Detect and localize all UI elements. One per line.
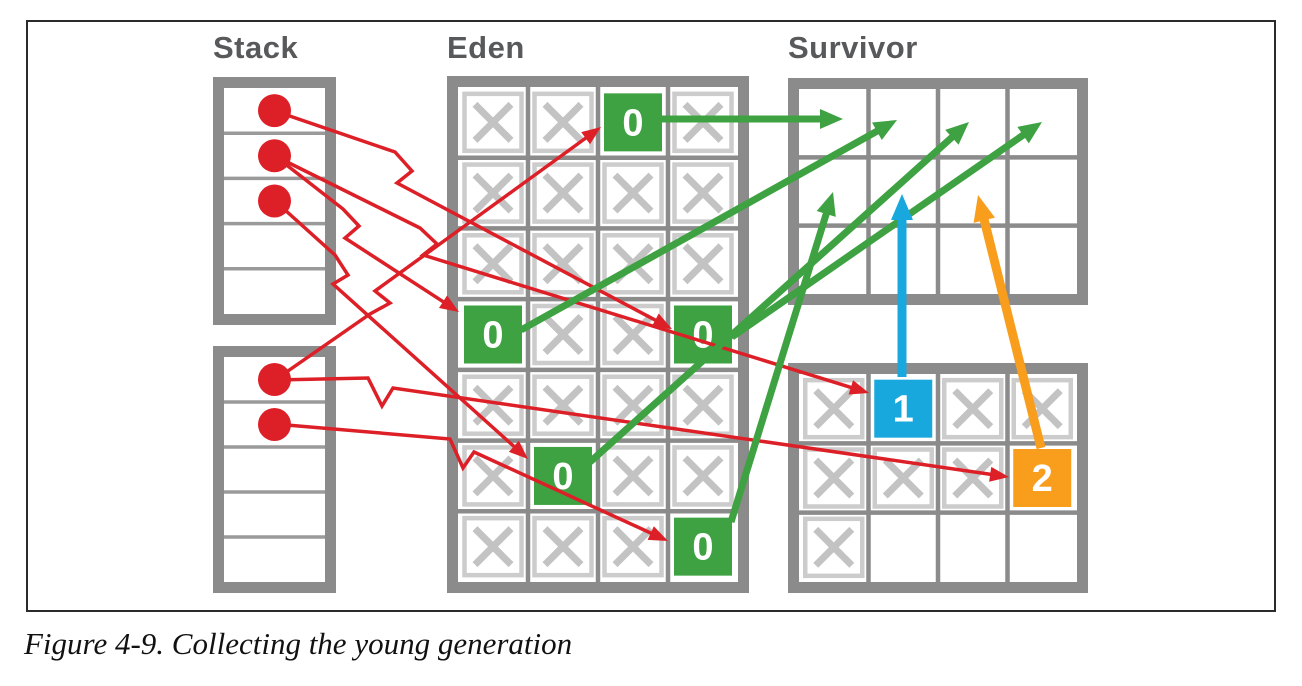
dead-object-x-icon bbox=[542, 314, 584, 355]
eden-cell-r7c2 bbox=[532, 515, 594, 578]
reference-arrow-shaft bbox=[273, 199, 522, 454]
object-age-0-label: 0 bbox=[552, 456, 573, 498]
dead-object-x-icon bbox=[952, 457, 994, 499]
stack-lower-reference-dot bbox=[258, 363, 291, 396]
dead-object-x-icon bbox=[682, 384, 724, 426]
reference-arrow-head bbox=[581, 127, 601, 145]
dead-object-x-icon bbox=[813, 457, 855, 499]
eden-cell-r6c2 bbox=[534, 446, 592, 505]
stack-label: Stack bbox=[213, 30, 299, 65]
dead-object-x-icon bbox=[682, 243, 724, 285]
object-age-0-label: 0 bbox=[692, 315, 713, 357]
dead-object-x-icon bbox=[952, 388, 994, 430]
dead-object-x-icon bbox=[612, 455, 654, 497]
dead-object-x-icon bbox=[813, 526, 855, 568]
dead-object-x-icon bbox=[882, 457, 924, 499]
stack-upper-reference-dot bbox=[258, 139, 291, 173]
reference-arrow-head bbox=[438, 295, 459, 312]
object-age-2-label: 2 bbox=[1032, 458, 1053, 500]
age2-promotion-arrow-shaft bbox=[977, 207, 1046, 450]
eden-cell-r2c3 bbox=[602, 162, 664, 224]
age2-promotion-arrow-head bbox=[973, 195, 995, 223]
dead-object-x-icon bbox=[813, 388, 855, 430]
promotion-arrow-head bbox=[816, 192, 836, 217]
dead-object-x-icon bbox=[542, 243, 584, 285]
age1-promotion-arrow-head bbox=[891, 194, 913, 220]
eden-cell-r7c4 bbox=[674, 517, 732, 576]
promotion-arrow-shaft bbox=[587, 127, 962, 465]
eden-label: Eden bbox=[447, 30, 525, 65]
survivor-bottom-cell-r1c2 bbox=[874, 379, 933, 438]
dead-object-x-icon bbox=[472, 101, 514, 143]
dead-object-x-icon bbox=[542, 101, 584, 143]
reference-arrow-shaft bbox=[274, 131, 594, 382]
dead-object-x-icon bbox=[612, 526, 654, 568]
promotion-arrow-shaft bbox=[730, 126, 1034, 340]
promotion-arrow-head bbox=[872, 120, 897, 140]
survivor-label: Survivor bbox=[788, 30, 918, 65]
object-age-0-label: 0 bbox=[622, 102, 643, 144]
dead-object-x-icon bbox=[472, 243, 514, 285]
eden-cell-r4c1 bbox=[464, 305, 522, 364]
reference-arrow-head bbox=[647, 526, 668, 541]
reference-arrow-head bbox=[651, 313, 672, 329]
reference-arrow-head bbox=[989, 466, 1009, 482]
dead-object-x-icon bbox=[682, 455, 724, 497]
promotion-arrow-shaft bbox=[519, 123, 888, 334]
dead-object-x-icon bbox=[472, 526, 514, 568]
figure-caption: Figure 4-9. Collecting the young generat… bbox=[24, 626, 573, 661]
reference-arrow-head bbox=[508, 440, 528, 459]
reference-arrow-shaft bbox=[274, 109, 664, 326]
object-age-0-label: 0 bbox=[482, 315, 503, 357]
survivor-bottom-cell-r2c4 bbox=[1013, 449, 1072, 507]
dead-object-x-icon bbox=[542, 526, 584, 568]
eden-cell-r1c3 bbox=[604, 93, 662, 152]
reference-arrow-shaft bbox=[273, 154, 452, 308]
promotion-arrow-head bbox=[945, 122, 969, 145]
reference-arrow-shaft bbox=[274, 376, 999, 478]
object-age-1-label: 1 bbox=[893, 389, 914, 431]
dead-object-x-icon bbox=[682, 172, 724, 214]
dead-object-x-icon bbox=[612, 384, 654, 426]
dead-object-x-icon bbox=[612, 172, 654, 214]
stack-lower-reference-dot bbox=[258, 408, 291, 441]
reference-arrow-shaft bbox=[274, 422, 660, 539]
reference-arrow-head bbox=[848, 380, 869, 395]
dead-object-x-icon bbox=[542, 384, 584, 426]
object-age-0-label: 0 bbox=[692, 527, 713, 569]
dead-object-x-icon bbox=[542, 172, 584, 214]
promotion-arrow-head bbox=[1017, 122, 1042, 144]
promotion-arrow-shaft bbox=[727, 203, 833, 524]
stack-upper-reference-dot bbox=[258, 94, 291, 128]
dead-object-x-icon bbox=[472, 172, 514, 214]
dead-object-x-icon bbox=[472, 455, 514, 497]
promotion-arrow-head bbox=[820, 109, 843, 129]
